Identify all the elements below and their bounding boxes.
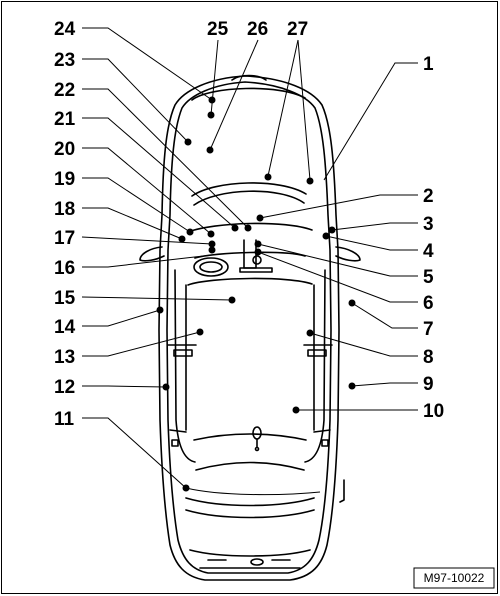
location-dot <box>207 111 215 119</box>
callout-7: 7 <box>423 319 434 340</box>
location-dot <box>208 96 216 104</box>
location-dot <box>182 484 190 492</box>
location-dot <box>256 214 264 222</box>
callout-19: 19 <box>54 169 75 190</box>
location-dot <box>292 406 300 414</box>
callout-16: 16 <box>54 258 75 279</box>
callout-18: 18 <box>54 199 75 220</box>
location-dot <box>207 230 215 238</box>
callout-12: 12 <box>54 377 75 398</box>
callout-6: 6 <box>423 293 434 314</box>
callout-25: 25 <box>207 19 229 40</box>
callout-22: 22 <box>54 80 75 101</box>
location-dot <box>254 240 262 248</box>
callout-24: 24 <box>54 19 76 40</box>
callout-5: 5 <box>423 267 434 288</box>
leader-lines <box>81 27 418 496</box>
location-dot <box>206 146 214 154</box>
location-dot <box>306 177 314 185</box>
location-dot <box>196 328 204 336</box>
location-dot <box>156 306 164 314</box>
reference-code-box: M97-10022 <box>413 567 495 589</box>
car-top-view <box>139 74 361 581</box>
location-dot <box>244 224 252 232</box>
location-dot <box>231 224 239 232</box>
callout-17: 17 <box>54 228 75 249</box>
callout-15: 15 <box>54 288 76 309</box>
location-dot <box>264 173 272 181</box>
callout-4: 4 <box>423 241 434 262</box>
callout-21: 21 <box>54 109 76 130</box>
location-dots <box>156 96 356 492</box>
callout-11: 11 <box>54 409 75 430</box>
callout-23: 23 <box>54 50 75 71</box>
location-dot <box>162 383 170 391</box>
callout-13: 13 <box>54 347 75 368</box>
location-dot <box>348 382 356 390</box>
location-dot <box>184 138 192 146</box>
location-dot <box>208 240 216 248</box>
location-dot <box>348 299 356 307</box>
location-dot <box>208 246 216 254</box>
callout-20: 20 <box>54 139 75 160</box>
callout-27: 27 <box>287 19 308 40</box>
reference-code: M97-10022 <box>424 571 485 585</box>
callout-2: 2 <box>423 186 434 207</box>
callout-3: 3 <box>423 214 434 235</box>
location-dot <box>178 235 186 243</box>
callout-1: 1 <box>423 54 434 75</box>
location-dot <box>254 248 262 256</box>
location-dot <box>306 329 314 337</box>
location-dot <box>186 228 194 236</box>
location-dot <box>228 296 236 304</box>
callout-9: 9 <box>423 374 434 395</box>
callout-14: 14 <box>54 317 76 338</box>
location-dot <box>328 226 336 234</box>
callout-26: 26 <box>247 19 268 40</box>
callout-10: 10 <box>423 401 444 422</box>
callout-8: 8 <box>423 347 434 368</box>
callout-labels: 1 2 3 4 5 6 7 8 9 10 11 12 13 14 15 16 1… <box>54 19 444 430</box>
location-dot <box>322 232 330 240</box>
